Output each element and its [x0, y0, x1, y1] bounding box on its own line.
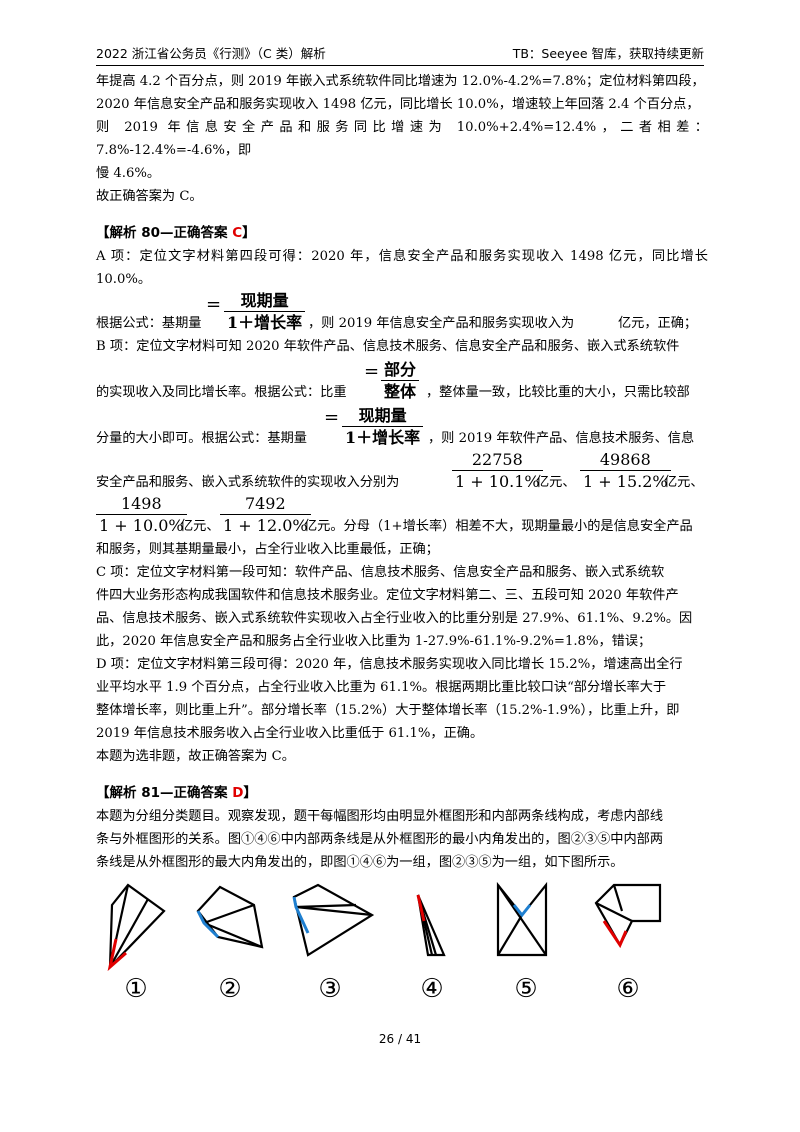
- s80-c-line-3: 品、信息技术服务、嵌入式系统软件实现收入占全行业收入的比重分别是 27.9%、6…: [96, 611, 693, 626]
- intro-line-4: 慢 4.6%。: [96, 166, 161, 181]
- figure-label-4: ④: [420, 974, 443, 1004]
- intro-line-3: 则 2019 年信息安全产品和服务同比增速为 10.0%+2.4%=12.4%，…: [96, 120, 708, 158]
- intro-line-2: 2020 年信息安全产品和服务实现收入 1498 亿元，同比增长 10.0%，增…: [96, 97, 700, 112]
- page-number: 26 / 41: [378, 1032, 422, 1046]
- answer-80: C: [232, 225, 243, 241]
- s80-b-line-6: 和服务，则其基期量最小，占全行业收入比重最低，正确；: [96, 542, 439, 557]
- section-81-title: 【解析 81—正确答案 D】: [96, 785, 257, 801]
- s81-line-1: 本题为分组分类题目。观察发现，题干每幅图形均由明显外框图形和内部两条线构成，考虑…: [96, 809, 664, 824]
- intro-conclusion: 故正确答案为 C。: [96, 189, 203, 204]
- s80-a-line-1: A 项：定位文字材料第四段可得：2020 年，信息安全产品和服务实现收入 149…: [96, 249, 708, 287]
- figure-2: [196, 885, 264, 949]
- s80-b-ratio-line: 的实现收入及同比增长率。根据公式：比重 = 部分整体 ，整体量一致，比较比重的大…: [96, 360, 690, 402]
- s80-d-line-2: 业平均水平 1.9 个百分点，占全行业收入比重为 61.1%。根据两期比重比较口…: [96, 680, 667, 695]
- s81-line-3: 条线是从外框图形的最大内角发出的，即图①④⑥为一组，图②③⑤为一组，如下图所示。: [96, 855, 624, 870]
- figure-5: [496, 881, 548, 957]
- s80-b-line-1: B 项：定位文字材料可知 2020 年软件产品、信息技术服务、信息安全产品和服务…: [96, 339, 680, 354]
- s80-d-line-4: 2019 年信息技术服务收入占全行业收入比重低于 61.1%，正确。: [96, 726, 484, 741]
- page-header: 2022 浙江省公务员《行测》（C 类）解析 TB：Seeyee 智库，获取持续…: [96, 40, 704, 66]
- figure-label-3: ③: [318, 974, 341, 1004]
- header-source: TB：Seeyee 智库，获取持续更新: [512, 46, 704, 61]
- section-80-title: 【解析 80—正确答案 C】: [96, 225, 256, 241]
- figure-label-1: ①: [124, 974, 147, 1004]
- ratio-formula: 部分整体: [381, 360, 420, 402]
- s80-c-line-2: 件四大业务形态构成我国软件和信息技术服务业。定位文字材料第二、三、五段可知 20…: [96, 588, 679, 603]
- s80-d-line-1: D 项：定位文字材料第三段可得：2020 年，信息技术服务实现收入同比增长 15…: [96, 657, 683, 672]
- s80-conclusion: 本题为选非题，故正确答案为 C。: [96, 749, 295, 764]
- answer-81: D: [232, 785, 244, 801]
- figure-label-5: ⑤: [514, 974, 537, 1004]
- s80-c-line-4: 此，2020 年信息安全产品和服务占全行业收入比重为 1-27.9%-61.1%…: [96, 634, 652, 649]
- intro-line-1: 年提高 4.2 个百分点，则 2019 年嵌入式系统软件同比增速为 12.0%-…: [96, 74, 705, 89]
- page-content: 年提高 4.2 个百分点，则 2019 年嵌入式系统软件同比增速为 12.0%-…: [96, 70, 708, 874]
- s80-c-line-1: C 项：定位文字材料第一段可知：软件产品、信息技术服务、信息安全产品和服务、嵌入…: [96, 565, 665, 580]
- figure-label-2: ②: [218, 974, 241, 1004]
- figure-1: [107, 883, 166, 972]
- s81-line-2: 条与外框图形的关系。图①④⑥中内部两条线是从外框图形的最小内角发出的，图②③⑤中…: [96, 832, 664, 847]
- figure-4: [416, 894, 446, 957]
- figure-label-6: ⑥: [616, 974, 639, 1004]
- header-title: 2022 浙江省公务员《行测》（C 类）解析: [96, 46, 326, 61]
- figure-set: ① ② ③ ④ ⑤ ⑥: [107, 881, 662, 1004]
- figure-6: [594, 883, 662, 949]
- figure-3: [292, 883, 375, 957]
- s80-d-line-3: 整体增长率，则比重上升”。部分增长率（15.2%）大于整体增长率（15.2%-1…: [96, 703, 680, 718]
